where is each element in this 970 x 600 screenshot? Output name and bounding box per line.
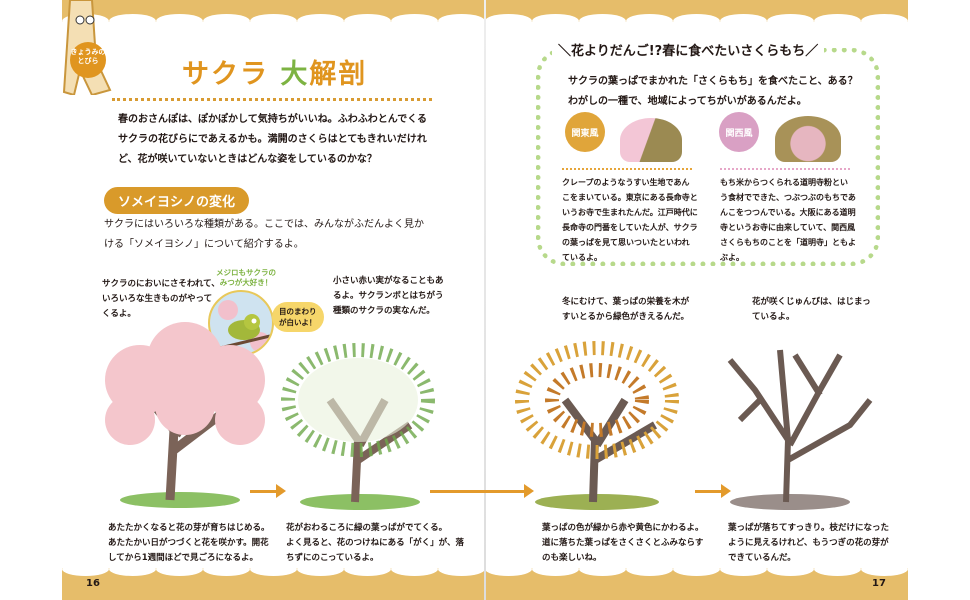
stage4-caption: 花が咲くじゅんびは、はじまっているよ。: [752, 297, 871, 322]
kansai-badge: 関西風: [719, 112, 759, 152]
stage1-caption: サクラのにおいにさそわれて、いろいろな生きものがやってくるよ。: [102, 279, 220, 319]
arrow-right-icon: [250, 484, 286, 498]
tree-full-bloom: [105, 322, 265, 508]
top-scallop: [62, 14, 908, 28]
kansai-text: もち米からつくられる道明寺粉という食材でできた、つぶつぶのもちであんこをつつんで…: [720, 178, 856, 262]
stage2-caption: 小さい赤い実がなることもあるよ。サクランボとはちがう種類のサクラの実なんだ。: [333, 276, 444, 316]
book-spine: [484, 0, 486, 600]
kanto-text: クレープのようなうすい生地であんこをまいている。東京にある長命寺というお寺で生ま…: [562, 178, 698, 262]
arrow-right-icon: [430, 484, 534, 498]
kanto-divider: [562, 168, 692, 170]
section-text: サクラにはいろいろな種類がある。ここでは、みんながふだんよく見かける「ソメイヨシ…: [104, 219, 424, 250]
page-number-right: 17: [872, 578, 886, 589]
tree-green-leaves: [281, 343, 435, 510]
bird-caption: メジロもサクラのみつが大好き！: [216, 268, 276, 287]
stage4-description: 葉っぱが落ちてすっきり。枝だけになったように見えるけれど、もうつぎの花の芽ができ…: [728, 523, 889, 563]
section-heading: ソメイヨシノの変化: [104, 187, 250, 214]
bottom-scallop: [62, 562, 908, 576]
stage3-caption: 冬にむけて、葉っぱの栄養を木がすいとるから緑色がきえるんだ。: [562, 297, 690, 322]
stage1-description: あたたかくなると花の芽が育ちはじめる。あたたかい日がつづくと花を咲かす。開花して…: [108, 523, 270, 563]
corner-character-logo: [62, 0, 112, 97]
kansai-mochi-photo: [775, 116, 841, 162]
corner-label: きょうみのとびら: [70, 48, 106, 65]
kansai-divider: [720, 168, 850, 170]
intro-text: 春のおさんぽは、ぽかぽかして気持ちがいいね。ふわふわとんでくるサクラの花びらにで…: [118, 114, 427, 165]
kanto-mochi-photo: [620, 118, 682, 162]
sakuramochi-title: ＼花よりだんご!?春に食べたいさくらもち／: [552, 40, 825, 59]
stage3-description: 葉っぱの色が緑から赤や黄色にかわるよ。道に落ちた葉っぱをさくさくとふみならすのも…: [542, 523, 704, 563]
page-number-left: 16: [86, 578, 100, 589]
bird-speech-bubble: 目のまわりが白いよ！: [272, 302, 324, 332]
page-title: サクラ 大解剖: [182, 59, 368, 90]
tree-autumn-leaves: [515, 341, 679, 510]
stage2-description: 花がおわるころに緑の葉っぱがでてくる。よく見ると、花のつけねにある「がく」が、落…: [286, 523, 464, 563]
arrow-right-icon: [695, 484, 731, 498]
kanto-badge: 関東風: [565, 112, 605, 152]
title-divider: [112, 98, 432, 101]
tree-bare-winter: [727, 349, 873, 510]
sakuramochi-intro: サクラの葉っぱでまかれた「さくらもち」を食べたこと、ある？わがしの一種で、地域に…: [568, 76, 858, 107]
